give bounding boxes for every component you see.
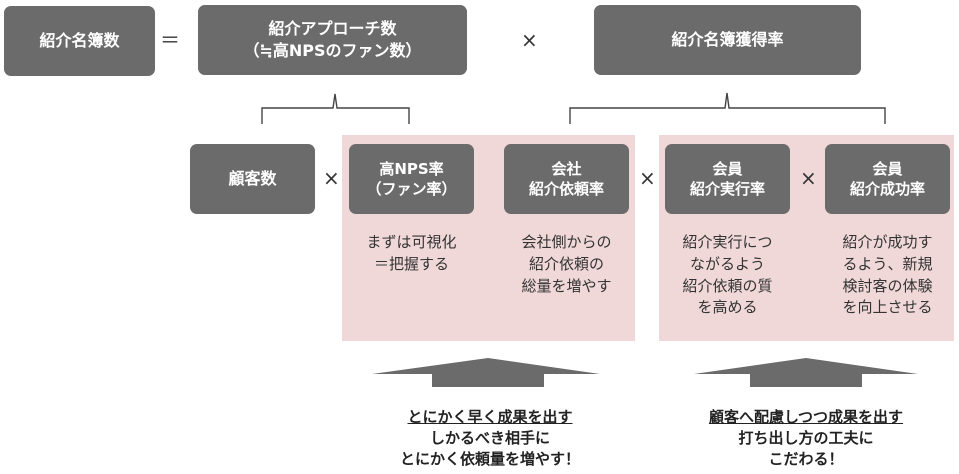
referral-list-acquisition-box: 紹介名簿獲得率 (594, 5, 861, 75)
execution-description: 紹介実行につ ながるよう 紹介依頼の質 を高める (682, 233, 773, 317)
left-message-headline: とにかく早く成果を出す (407, 408, 573, 426)
referral-approach-count-box: 紹介アプローチ数 （≒高NPSのファン数） (198, 5, 467, 75)
nps-description: まずは可視化 ＝把握する (366, 233, 457, 273)
member-label-1: 会員 (712, 159, 743, 178)
left-brace (261, 93, 410, 124)
member-referral-success-rate-box: 会員 紹介成功率 (825, 144, 950, 214)
high-nps-rate-box: 高NPS率 （ファン率） (349, 144, 474, 214)
member-label-2: 会員 (872, 159, 903, 178)
left-message-line3: とにかく依頼量を増やす！ (399, 450, 580, 468)
times-sign-top: × (521, 28, 538, 52)
times-sign-2: × (639, 166, 656, 190)
right-message-line2: 打ち出し方の工夫に (738, 429, 874, 447)
referral-request-rate-label: 紹介依頼率 (528, 180, 604, 198)
left-message: とにかく早く成果を出す しかるべき相手に とにかく依頼量を増やす！ (355, 407, 625, 470)
success-description: 紹介が成功す るよう、新規 検討客の体験 を向上させる (842, 233, 933, 317)
fan-rate-label: （ファン率） (366, 180, 457, 198)
times-sign-3: × (800, 166, 817, 190)
high-nps-rate-label: 高NPS率 (379, 159, 444, 178)
right-message-line3: こだわる！ (768, 450, 844, 468)
left-up-arrow (372, 358, 600, 387)
company-referral-request-rate-box: 会社 紹介依頼率 (504, 144, 629, 214)
right-message: 顧客へ配慮しつつ成果を出す 打ち出し方の工夫に こだわる！ (666, 407, 946, 470)
referral-list-count-box: 紹介名簿数 (4, 6, 155, 76)
referral-approach-count-sub: （≒高NPSのファン数） (243, 41, 422, 60)
right-up-arrow (694, 358, 918, 387)
company-description: 会社側からの 紹介依頼の 総量を増やす (521, 233, 612, 295)
right-message-headline: 顧客へ配慮しつつ成果を出す (708, 408, 904, 426)
customer-count-label: 顧客数 (228, 169, 277, 189)
member-referral-execution-rate-box: 会員 紹介実行率 (665, 144, 790, 214)
right-brace (569, 92, 886, 124)
referral-list-count-label: 紹介名簿数 (39, 31, 120, 51)
referral-execution-rate-label: 紹介実行率 (689, 180, 765, 198)
times-sign-1: × (323, 166, 340, 190)
customer-count-box: 顧客数 (190, 144, 315, 214)
referral-success-rate-label: 紹介成功率 (849, 180, 925, 198)
company-label: 会社 (551, 159, 582, 178)
equals-sign: ＝ (160, 28, 180, 52)
left-message-line2: しかるべき相手に (429, 429, 550, 447)
referral-list-acquisition-label: 紹介名簿獲得率 (671, 30, 784, 50)
referral-approach-count-label: 紹介アプローチ数 (268, 19, 397, 39)
